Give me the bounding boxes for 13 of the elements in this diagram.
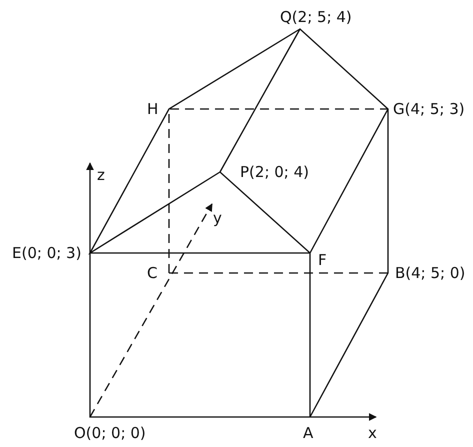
point-label: P(2; 0; 4) <box>240 163 310 181</box>
point-label: B(4; 5; 0) <box>395 264 466 282</box>
axis-label: z <box>97 166 105 184</box>
point-label: C <box>147 264 158 282</box>
point-label: F <box>318 251 327 269</box>
axis-label: y <box>213 209 222 227</box>
point-label: H <box>147 100 158 118</box>
point-label: A <box>303 424 314 442</box>
point-label: G(4; 5; 3) <box>393 100 465 118</box>
point-label: O(0; 0; 0) <box>74 424 146 442</box>
point-label: Q(2; 5; 4) <box>280 8 352 26</box>
axis-label: x <box>368 424 377 442</box>
point-label: E(0; 0; 3) <box>12 244 82 262</box>
